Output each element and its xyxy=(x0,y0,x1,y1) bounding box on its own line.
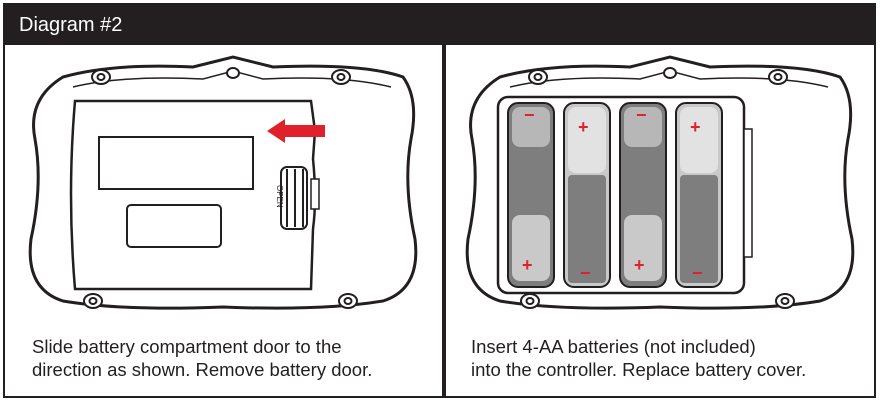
plus-sign: + xyxy=(522,255,533,275)
right-caption-line1: Insert 4-AA batteries (not included) xyxy=(471,336,756,357)
title-bar: Diagram #2 xyxy=(5,5,874,45)
door-window-top xyxy=(98,136,254,190)
right-caption: Insert 4-AA batteries (not included) int… xyxy=(471,335,806,381)
diagram-title: Diagram #2 xyxy=(19,14,123,36)
panel-divider xyxy=(442,45,446,396)
left-caption-line2: direction as shown. Remove battery door. xyxy=(32,359,373,380)
screw-hole-icon xyxy=(83,67,358,309)
left-caption: Slide battery compartment door to the di… xyxy=(32,335,372,381)
right-caption-line2: into the controller. Replace battery cov… xyxy=(471,359,807,380)
battery-compartment-illustration: − + + − − + + − xyxy=(465,55,855,310)
controller-back-illustration: OPEN xyxy=(28,55,418,310)
battery-3: − + xyxy=(619,102,667,288)
minus-sign: − xyxy=(636,105,647,125)
minus-sign: − xyxy=(692,263,703,283)
slide-arrow-icon xyxy=(267,119,325,143)
plus-sign: + xyxy=(634,255,645,275)
open-label: OPEN xyxy=(275,185,284,208)
battery-2: + − xyxy=(563,102,611,288)
diagram-frame: Diagram #2 OPEN Slide bat xyxy=(3,3,876,398)
door-grip xyxy=(280,166,308,230)
plus-sign: + xyxy=(690,117,701,137)
minus-sign: − xyxy=(580,263,591,283)
left-caption-line1: Slide battery compartment door to the xyxy=(32,336,342,357)
battery-4: + − xyxy=(675,102,723,288)
battery-1: − + xyxy=(507,102,555,288)
minus-sign: − xyxy=(524,105,535,125)
screw-hole-icon xyxy=(520,67,795,309)
plus-sign: + xyxy=(578,117,589,137)
door-window-bottom xyxy=(126,204,222,248)
